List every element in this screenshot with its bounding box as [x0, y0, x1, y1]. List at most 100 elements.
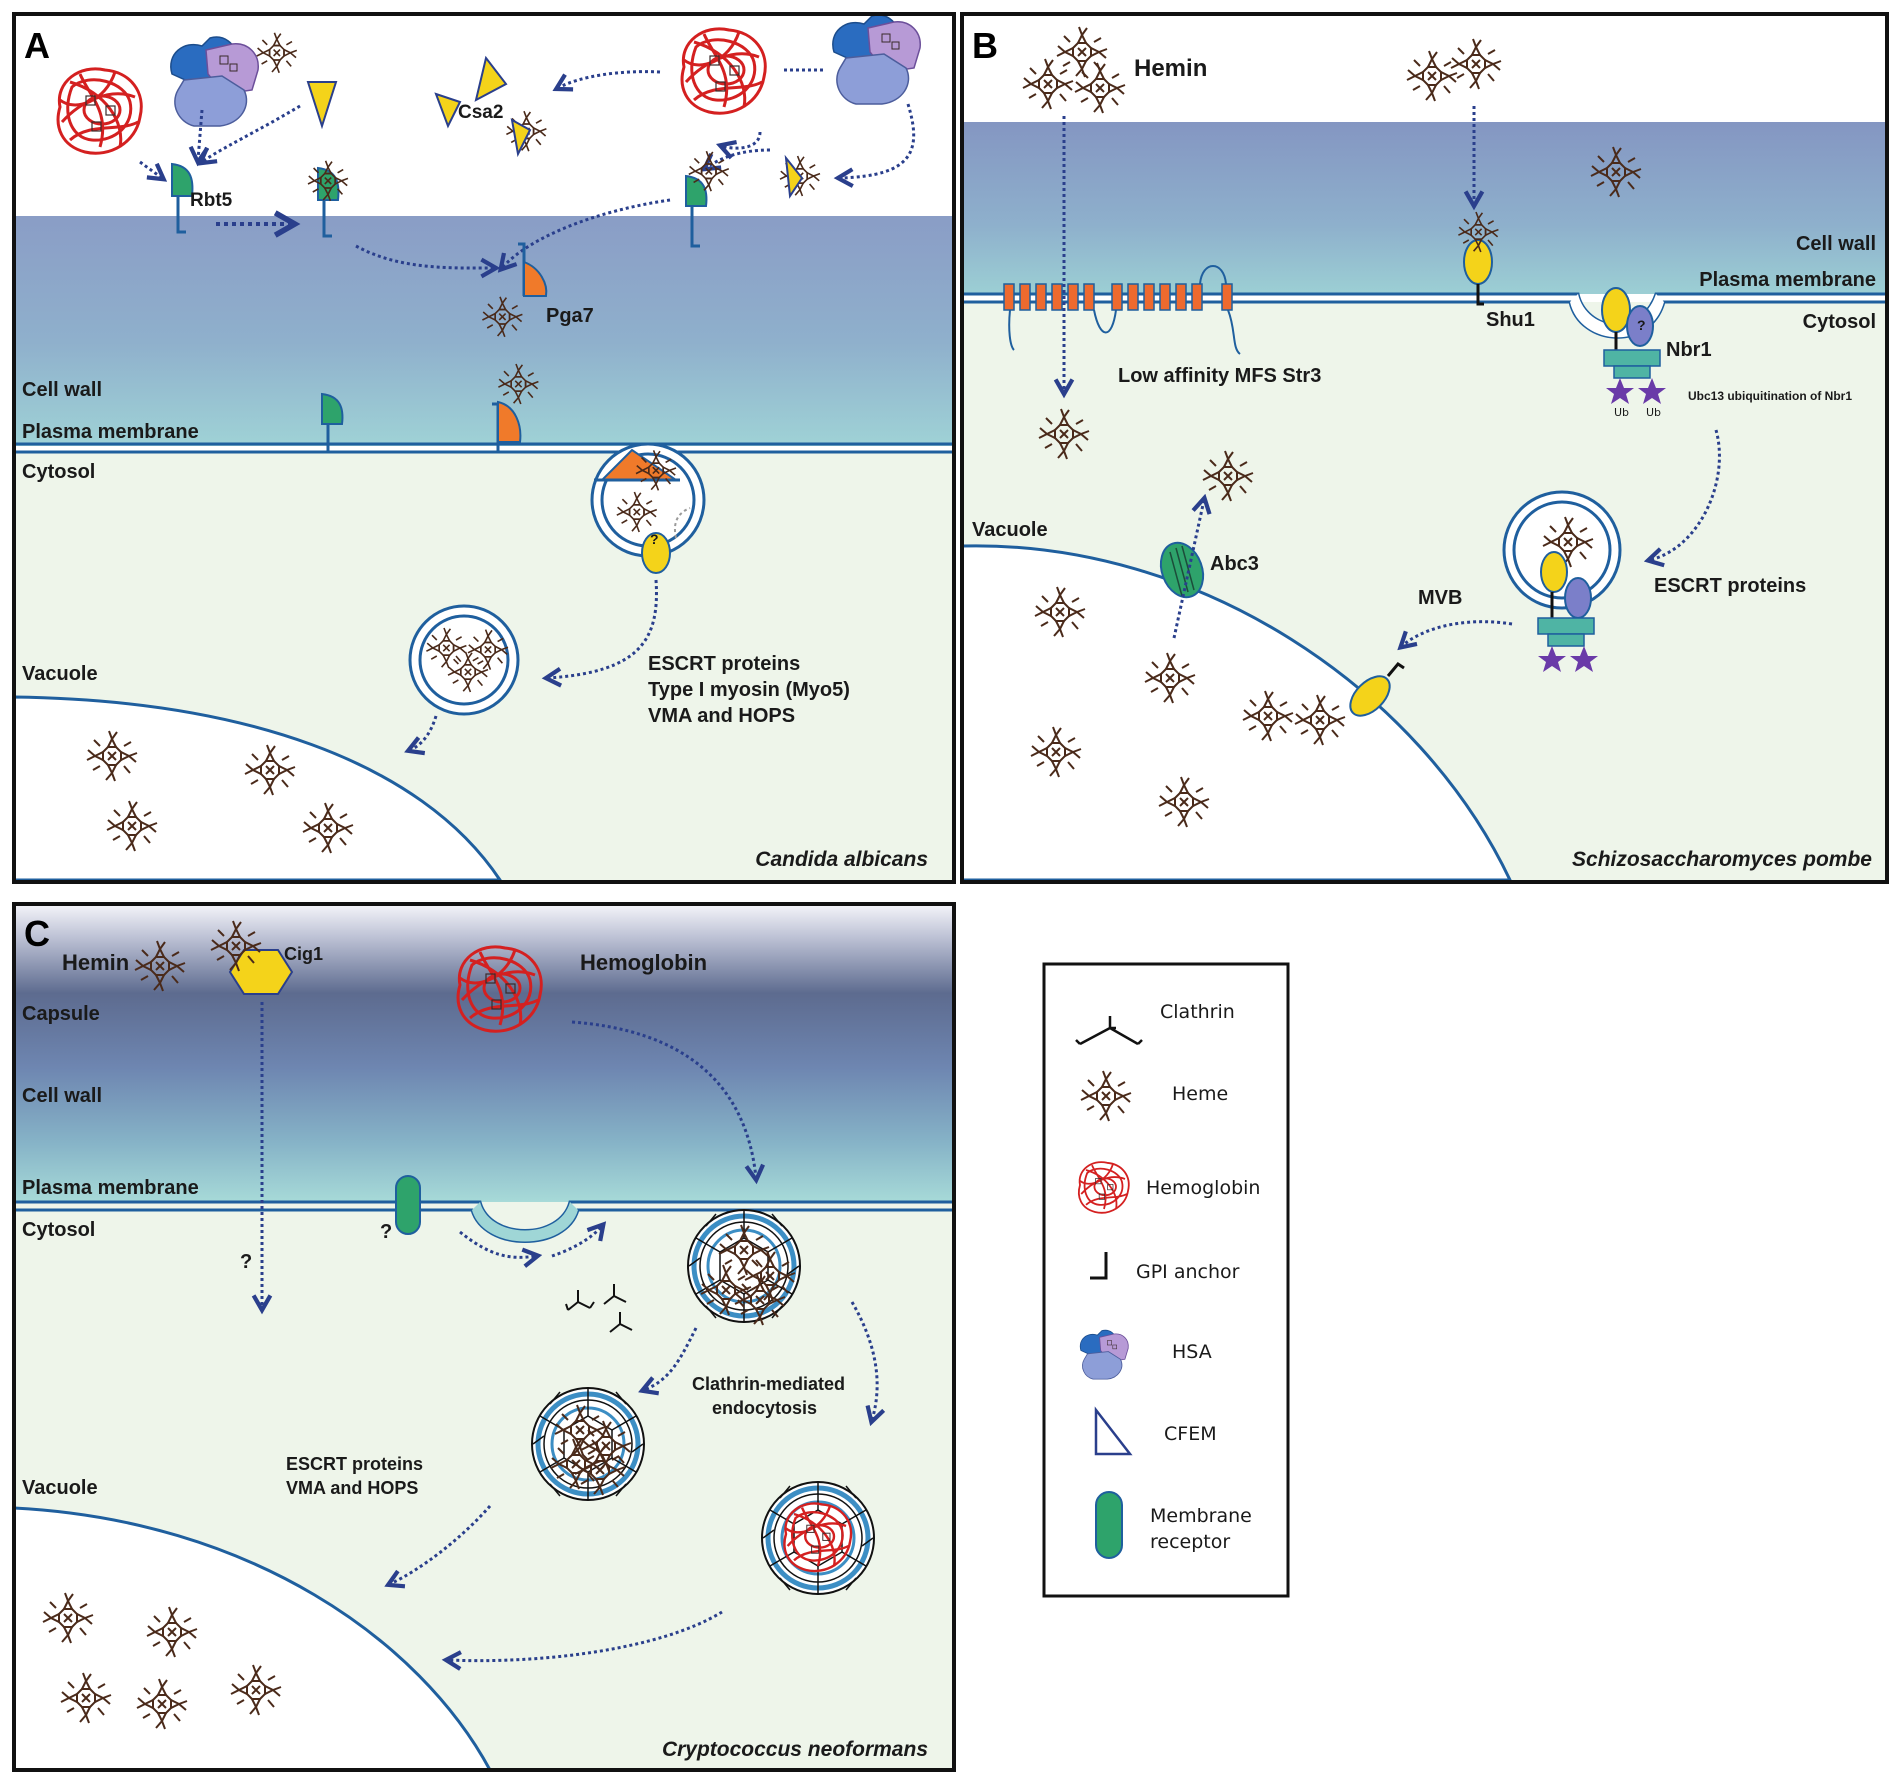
vacuole-label: Vacuole	[22, 663, 98, 685]
plasma-membrane-label: Plasma membrane	[22, 1177, 199, 1199]
nbr1-complex	[1601, 287, 1666, 404]
arrow	[198, 109, 202, 160]
panel-a-letter: A	[24, 25, 50, 66]
legend: Clathrin Heme Hemoglobin GPI anchor HSA …	[1042, 962, 1290, 1598]
hemoglobin-label: Hemoglobin	[580, 950, 707, 975]
cfem-icon	[306, 81, 338, 130]
panel-c-letter: C	[24, 913, 50, 954]
vacuole-label: Vacuole	[972, 519, 1048, 541]
cytosol-label: Cytosol	[22, 1219, 95, 1241]
vacuole-label: Vacuole	[22, 1477, 98, 1499]
escrt-label: ESCRT proteins	[1654, 575, 1806, 597]
legend-item-cfem: CFEM	[1164, 1423, 1217, 1445]
arrow	[390, 1505, 492, 1584]
csa2-icon	[510, 118, 532, 158]
legend-item-clathrin: Clathrin	[1160, 1001, 1235, 1023]
unknown-receptor-label: ?	[1637, 317, 1646, 333]
csa2-icon	[434, 92, 462, 129]
panel-b: B Hemin Low affinity MFS Str3	[960, 12, 1889, 884]
shu1-label: Shu1	[1486, 309, 1535, 331]
escrt-vesicle	[1502, 490, 1622, 672]
csa2-label: Csa2	[458, 102, 503, 123]
cfem-icon	[784, 154, 804, 199]
cfem-icon	[1094, 1406, 1133, 1456]
panel-c: C Hemin Cig1 ? Hemoglobin Capsule Cell w…	[12, 902, 956, 1772]
cig1-label: Cig1	[284, 944, 323, 964]
species-label: Schizosaccharomyces pombe	[1572, 848, 1872, 871]
rbt5-label: Rbt5	[190, 190, 233, 211]
arrow	[558, 70, 661, 88]
gpi-anchor-icon	[1090, 1252, 1108, 1280]
legend-item-membrane-receptor: Membrane	[1150, 1505, 1252, 1527]
shu1-in-vacuole	[1294, 662, 1405, 746]
legend-item-hemoglobin: Hemoglobin	[1146, 1177, 1260, 1199]
arrow	[548, 579, 658, 678]
abc3-label: Abc3	[1210, 553, 1259, 575]
abc3-transporter	[1159, 541, 1205, 599]
ubc13-note: Ubc13 ubiquitination of Nbr1	[1688, 389, 1852, 403]
nbr1-label: Nbr1	[1666, 339, 1712, 361]
arrow	[459, 1230, 536, 1257]
arrow	[850, 1301, 877, 1420]
arrow	[722, 131, 762, 148]
cell-wall-label: Cell wall	[22, 1085, 102, 1107]
ub-label: Ub	[1614, 406, 1629, 419]
cme-line: Clathrin-mediated	[692, 1374, 845, 1394]
cell-wall-label: Cell wall	[1796, 233, 1876, 255]
coated-vesicle	[762, 1482, 874, 1594]
cell-wall-label: Cell wall	[22, 379, 102, 401]
cytosol-label: Cytosol	[22, 461, 95, 483]
membrane-receptor-icon	[1095, 1491, 1123, 1559]
legend-item-hsa: HSA	[1172, 1341, 1212, 1363]
pga7-label: Pga7	[546, 305, 594, 327]
clathrin-icon	[1075, 1016, 1143, 1046]
unknown-receptor-label: ?	[380, 1221, 392, 1243]
panel-a: A Rbt5 Csa2	[12, 12, 956, 884]
arrow	[706, 148, 771, 168]
mvb-label: MVB	[1418, 587, 1462, 609]
legend-item-membrane-receptor: receptor	[1150, 1531, 1230, 1553]
arrow	[571, 1020, 756, 1178]
hemin-label: Hemin	[1134, 55, 1207, 82]
pathway-line: VMA and HOPS	[648, 705, 795, 727]
rbt5-heme-protein	[307, 160, 349, 238]
pga7-protein	[518, 242, 548, 297]
arrow	[448, 1610, 723, 1661]
pathway-line: Type I myosin (Myo5)	[648, 679, 850, 701]
legend-item-gpi-anchor: GPI anchor	[1136, 1261, 1240, 1283]
unknown-receptor-label: ?	[650, 531, 659, 547]
plasma-membrane-label: Plasma membrane	[22, 421, 199, 443]
pathway-line: ESCRT proteins	[286, 1454, 423, 1474]
arrow	[502, 198, 671, 268]
arrow	[202, 104, 301, 162]
ub-label: Ub	[1646, 406, 1661, 419]
mvb-vesicle	[408, 604, 520, 716]
membrane-receptor-icon	[395, 1175, 421, 1235]
arrow	[1402, 620, 1513, 646]
str3-transporter	[1003, 265, 1241, 355]
pga7-protein	[492, 400, 522, 454]
hemin-label: Hemin	[62, 950, 129, 975]
endocytic-vesicle	[590, 442, 706, 574]
cme-line: endocytosis	[712, 1398, 817, 1418]
clathrin-triskelion	[565, 1284, 633, 1333]
rbt5-protein	[171, 162, 194, 234]
shu1-protein	[1457, 211, 1500, 306]
cytosol-label: Cytosol	[1803, 311, 1876, 333]
species-label: Candida albicans	[755, 848, 928, 871]
capsule-label: Capsule	[22, 1003, 100, 1025]
species-label: Cryptococcus neoformans	[662, 1738, 928, 1761]
arrow	[410, 715, 438, 750]
panel-b-letter: B	[972, 25, 998, 66]
arrow	[1650, 429, 1721, 560]
pathway-line: VMA and HOPS	[286, 1478, 418, 1498]
cfem-protein	[685, 150, 730, 248]
coated-vesicle	[532, 1388, 644, 1500]
cfem-protein	[321, 392, 344, 454]
str3-label: Low affinity MFS Str3	[1118, 365, 1321, 387]
arrow	[551, 1226, 602, 1258]
arrow	[355, 244, 494, 268]
legend-item-heme: Heme	[1172, 1083, 1228, 1105]
cig1-protein	[210, 920, 294, 995]
